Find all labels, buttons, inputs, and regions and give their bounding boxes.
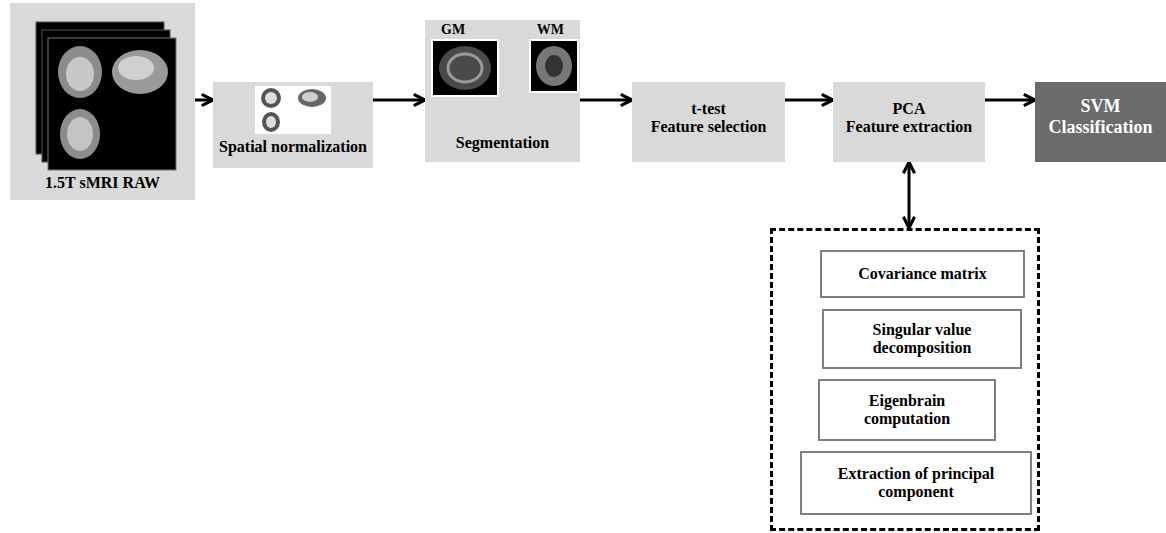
wm-panel [530,40,578,92]
node-label: Covariance matrix [858,265,986,283]
node-label: Spatial normalization [219,138,367,156]
node-label: t-test Feature selection [651,100,767,137]
node-label: 1.5T sMRI RAW [45,174,160,192]
scan-sheet [48,38,176,170]
sagittal-detail [118,56,154,80]
detail-group: Covariance matrixSingular value decompos… [770,228,1040,531]
template-panel [255,86,331,134]
text-row: Covariance matrix [822,265,1023,283]
text-row: Eigenbrain computation [820,392,994,429]
text-row: GM WM [425,22,580,38]
node-label: GM [441,22,465,38]
output-box: SVM Classification [1035,82,1166,162]
flow-arrow [580,99,632,102]
scan-sheet [42,30,170,162]
process-box: t-test Feature selection [632,82,785,162]
flow-arrow [908,162,911,228]
text-row: Singular value decomposition [824,321,1020,358]
axial-detail [67,117,93,151]
sagittal-slice [112,50,168,94]
label-line: Feature extraction [846,118,972,136]
process-box: Spatial normalization [213,82,373,168]
axial-slice [262,112,280,132]
gm-panel [432,40,498,96]
text-row: Extraction of principal component [802,465,1030,502]
text-row: Spatial normalization [213,138,373,156]
label-line: Classification [1048,117,1152,138]
wm-detail [545,55,563,77]
text-row: 1.5T sMRI RAW [10,174,195,192]
coronal-slice [58,46,102,98]
node-label: Singular value decomposition [830,321,1014,358]
step-box: Covariance matrix [820,250,1025,298]
coronal-slice [261,88,281,108]
label-line: t-test [651,100,767,118]
label-line: SVM [1048,96,1152,117]
axial-slice [60,109,100,159]
flow-arrow [373,99,425,102]
label-line: PCA [846,100,972,118]
node-label: WM [537,22,564,38]
sagittal-detail [302,92,318,102]
flow-arrow [195,99,213,102]
flow-arrow [785,99,833,102]
node-label: SVM Classification [1048,96,1152,137]
scan-sheet [36,22,164,154]
mri-stack [36,22,176,170]
node-label: PCA Feature extraction [846,100,972,137]
axial-detail [266,116,276,128]
step-box: Singular value decomposition [822,309,1022,369]
step-box: Eigenbrain computation [818,379,996,441]
process-box: PCA Feature extraction [833,82,985,162]
gm-detail [448,54,482,82]
node-label: Eigenbrain computation [826,392,988,429]
text-row: t-test Feature selection [632,100,785,137]
text-row: Segmentation [425,134,580,152]
flow-arrow [985,99,1035,102]
node-label: Segmentation [456,134,549,152]
sagittal-slice [298,89,326,107]
wm-map [536,46,572,86]
input-box: 1.5T sMRI RAW [10,3,195,200]
brain-slice [50,34,86,74]
coronal-detail [66,57,94,91]
coronal-detail [265,92,277,104]
brain-slice [55,40,93,84]
node-label: Extraction of principal component [808,465,1024,502]
text-row: SVM Classification [1035,96,1166,137]
label-line: Feature selection [651,118,767,136]
text-row: PCA Feature extraction [833,100,985,137]
gm-map [439,46,491,90]
segmented-brain [432,40,578,96]
normalized-brain [255,86,331,134]
step-box: Extraction of principal component [800,451,1032,515]
process-box: GM WM Segmentation [425,20,580,162]
